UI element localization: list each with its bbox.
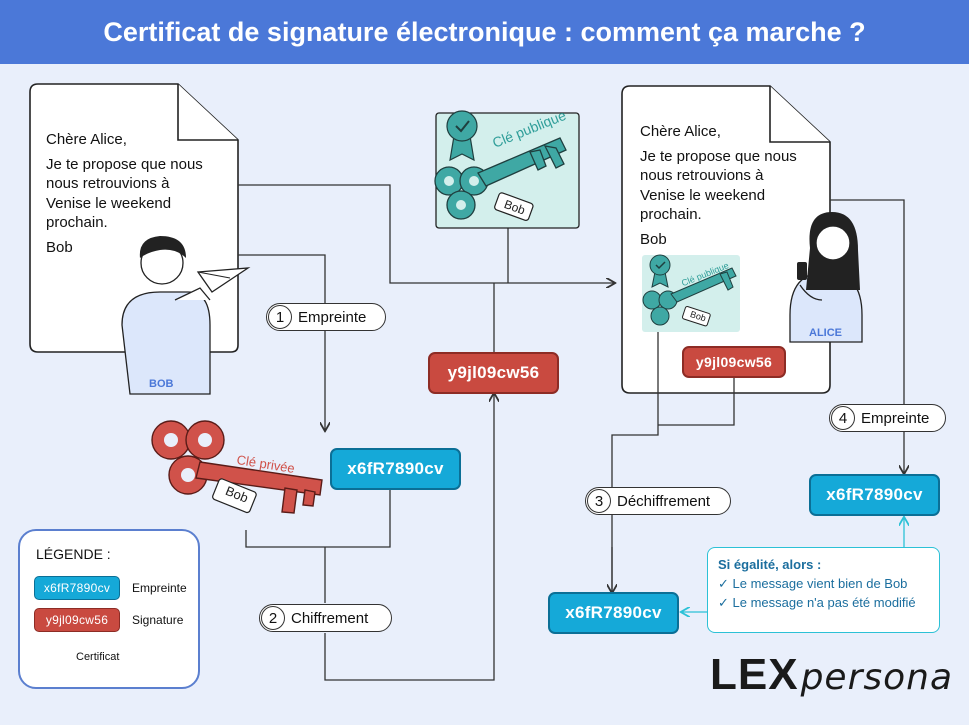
legend-signature-label: Signature	[132, 613, 184, 627]
step-4-fingerprint: 4 Empreinte	[829, 404, 946, 432]
step-number: 3	[587, 489, 611, 513]
letter-greeting: Chère Alice,	[46, 131, 127, 148]
legend: LÉGENDE : x6fR7890cv Empreinte y9jl09cw5…	[18, 529, 200, 689]
lexpersona-logo: LEX persona	[710, 650, 953, 700]
logo-light: persona	[800, 657, 954, 698]
legend-fingerprint-sample: x6fR7890cv	[34, 576, 120, 600]
letter-greeting: Chère Alice,	[640, 123, 721, 140]
step-number: 2	[261, 606, 285, 630]
step-label: Empreinte	[861, 409, 930, 427]
step-1-fingerprint: 1 Empreinte	[266, 303, 386, 331]
equality-result-box: Si égalité, alors : ✓ Le message vient b…	[707, 547, 940, 633]
right-letter: Chère Alice, Je te propose que nous nous…	[640, 122, 797, 249]
letter-line: nous retrouvions à	[640, 167, 764, 184]
signature-hash: y9jl09cw56	[428, 352, 559, 394]
step-number: 1	[268, 305, 292, 329]
step-3-decryption: 3 Déchiffrement	[585, 487, 731, 515]
fingerprint-hash-decrypted: x6fR7890cv	[548, 592, 679, 634]
letter-line: Je te propose que nous	[46, 155, 203, 173]
equality-item: ✓ Le message vient bien de Bob	[718, 576, 908, 591]
letter-line: prochain.	[46, 214, 108, 231]
page-title: Certificat de signature électronique : c…	[0, 0, 969, 64]
letter-line: Venise le weekend	[640, 186, 766, 204]
signature-hash-received: y9jl09cw56	[682, 346, 786, 378]
fingerprint-hash-computed: x6fR7890cv	[809, 474, 940, 516]
step-label: Chiffrement	[291, 609, 369, 627]
legend-signature-sample: y9jl09cw56	[34, 608, 120, 632]
left-letter: Chère Alice, Je te propose que nous nous…	[46, 130, 203, 257]
logo-bold: LEX	[710, 650, 799, 699]
equality-connectors	[682, 518, 904, 612]
check-icon: ✓	[718, 595, 733, 610]
step-number: 4	[831, 406, 855, 430]
letter-line: Venise le weekend	[46, 194, 172, 212]
bob-label: BOB	[149, 378, 174, 390]
letter-signature: Bob	[640, 230, 667, 248]
check-icon: ✓	[718, 576, 733, 591]
public-key-card	[434, 110, 580, 229]
left-document	[29, 83, 239, 353]
fingerprint-hash: x6fR7890cv	[330, 448, 461, 490]
legend-certificate-label: Certificat	[76, 651, 120, 663]
legend-title: LÉGENDE :	[36, 546, 111, 562]
bob-figure	[121, 236, 251, 395]
step-label: Déchiffrement	[617, 492, 711, 510]
letter-line: nous retrouvions à	[46, 175, 170, 192]
equality-heading: Si égalité, alors :	[718, 557, 822, 572]
alice-label: ALICE	[809, 327, 842, 339]
public-key-card-small	[642, 254, 740, 332]
private-key	[151, 420, 323, 514]
equality-item: ✓ Le message n'a pas été modifié	[718, 595, 916, 610]
letter-line: prochain.	[640, 206, 702, 223]
letter-line: Je te propose que nous	[640, 147, 797, 165]
step-2-encryption: 2 Chiffrement	[259, 604, 392, 632]
letter-signature: Bob	[46, 238, 73, 256]
step-label: Empreinte	[298, 308, 367, 326]
legend-fingerprint-label: Empreinte	[132, 581, 187, 595]
alice-figure	[789, 212, 863, 343]
